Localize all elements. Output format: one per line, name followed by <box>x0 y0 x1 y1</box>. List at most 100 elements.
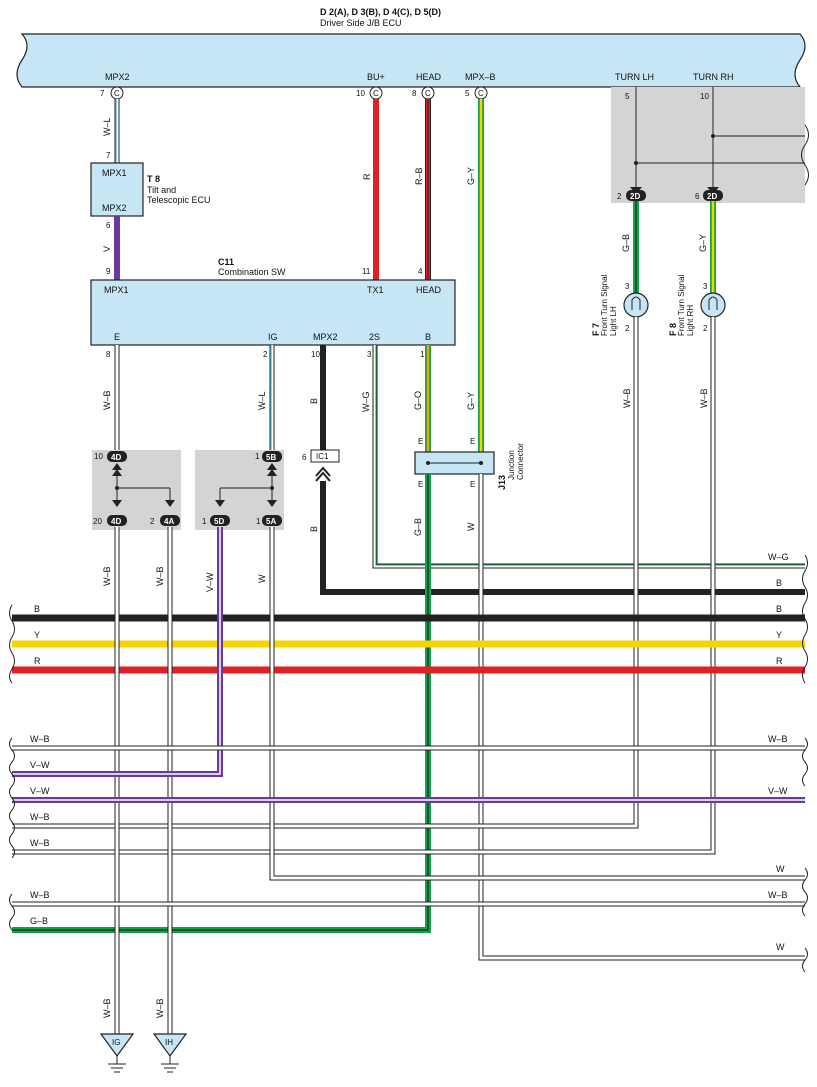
wire-label-gb-2: G–B <box>621 234 631 252</box>
connector-2d-rh: 6 2D <box>695 187 723 201</box>
svg-text:1: 1 <box>202 517 207 526</box>
c11-pin-e: 8 <box>106 350 111 359</box>
left-label-r: R <box>34 656 41 666</box>
svg-text:C: C <box>478 89 484 98</box>
connector-4d-bottom: 20 4D <box>93 515 127 526</box>
wire-label-gy-2: G–Y <box>466 392 476 410</box>
svg-text:IH: IH <box>165 1038 173 1047</box>
t8-label-mpx2: MPX2 <box>102 203 127 213</box>
wire-gb-j13 <box>12 474 431 933</box>
wire-label-wl: W–L <box>102 117 112 136</box>
wire-label-w-2: W <box>257 574 267 583</box>
svg-text:C: C <box>373 89 379 98</box>
jb-pin-head: 8 C <box>412 86 435 100</box>
svg-text:C: C <box>425 89 431 98</box>
wire-w-j13 <box>478 474 805 961</box>
diagram-subtitle: Driver Side J/B ECU <box>320 18 402 28</box>
c11-pin-mpx2: 10 <box>311 350 320 359</box>
right-label-r: R <box>776 656 783 666</box>
jb-label-turn-rh: TURN RH <box>693 72 734 82</box>
c11-pin-head: 4 <box>418 267 423 276</box>
jb-pin-mpxb: 5 C <box>465 86 488 100</box>
wire-label-go: G–O <box>413 391 423 410</box>
svg-text:4D: 4D <box>111 517 121 526</box>
c11-label-head: HEAD <box>416 285 442 295</box>
wire-label-gy-1: G–Y <box>466 167 476 185</box>
left-label-wb-4: W–B <box>30 890 50 900</box>
j13-pin-2: E <box>470 437 475 446</box>
c11-label-mpx2: MPX2 <box>313 332 338 342</box>
svg-text:8: 8 <box>412 89 417 98</box>
svg-text:3: 3 <box>625 282 630 291</box>
f7-name-line2: Light LH <box>609 306 618 336</box>
c11-pin-ig: 2 <box>263 350 268 359</box>
svg-text:2D: 2D <box>630 192 640 201</box>
t8-name-line2: Telescopic ECU <box>147 195 211 205</box>
right-label-wb-2: W–B <box>768 890 788 900</box>
svg-text:4A: 4A <box>164 517 174 526</box>
right-label-wg: W–G <box>768 552 789 562</box>
wire-b-ic1-out <box>320 481 805 595</box>
c11-label-e: E <box>114 332 120 342</box>
t8-tilt-telescopic-ecu <box>90 162 144 217</box>
jb-pin-mpx2: 7 C <box>100 86 124 100</box>
svg-text:2: 2 <box>703 324 708 333</box>
left-label-vw-1: V–W <box>30 760 50 770</box>
wire-label-wl-2: W–L <box>257 391 267 410</box>
wire-wl-ig <box>269 345 275 450</box>
svg-text:6: 6 <box>695 192 700 201</box>
c11-combination-switch <box>90 279 456 346</box>
svg-text:IC1: IC1 <box>316 452 329 461</box>
jb-label-mpx2: MPX2 <box>105 72 130 82</box>
f8-name-line1: Front Turn Signal <box>677 274 686 336</box>
c11-label-mpx1: MPX1 <box>104 285 129 295</box>
wire-w-5a <box>269 527 805 881</box>
wire-label-gb-1: G–B <box>413 518 423 536</box>
c11-name: Combination SW <box>218 267 286 277</box>
wire-label-wb-ig-1: W–B <box>102 566 112 586</box>
svg-text:5A: 5A <box>266 517 276 526</box>
svg-text:2D: 2D <box>707 192 717 201</box>
wire-label-wg: W–G <box>361 391 371 412</box>
ground-ih: IH <box>152 1033 188 1073</box>
right-label-b-1: B <box>776 578 782 588</box>
connector-ic1: 6 IC1 <box>302 449 340 463</box>
t8-name-line1: Tilt and <box>147 185 176 195</box>
right-label-b-2: B <box>776 604 782 614</box>
right-label-y: Y <box>776 630 782 640</box>
c11-label-2s: 2S <box>369 332 380 342</box>
jb-label-head: HEAD <box>416 72 442 82</box>
t8-pin-bot: 6 <box>106 221 111 230</box>
jb-label-mpxb: MPX–B <box>465 72 496 82</box>
wire-label-gy-3: G–Y <box>698 234 708 252</box>
wire-label-v: V <box>102 246 112 252</box>
turn-relay-area <box>611 87 805 203</box>
svg-text:4D: 4D <box>111 453 121 462</box>
wire-label-wb-1: W–B <box>102 390 112 410</box>
c11-pin-2s: 3 <box>367 350 372 359</box>
wire-label-wb-f7: W–B <box>622 388 632 408</box>
connector-2d-lh: 2 2D <box>617 187 646 201</box>
wire-wb-f8 <box>12 317 716 855</box>
f7-id: F 7 <box>591 323 601 336</box>
right-label-w-2: W <box>776 942 785 952</box>
left-label-wb-3: W–B <box>30 838 50 848</box>
jb-label-turn-lh: TURN LH <box>615 72 654 82</box>
svg-text:2: 2 <box>617 192 622 201</box>
turn-lh-pin: 5 <box>625 92 630 101</box>
j13-name-line1: Junction <box>507 450 516 480</box>
jb-pin-bu: 10 C <box>356 86 383 100</box>
jb-ecu-body <box>16 33 806 88</box>
wire-label-rb: R–B <box>414 167 424 185</box>
j13-name-line2: Connector <box>516 443 525 480</box>
f8-id: F 8 <box>668 323 678 336</box>
svg-text:7: 7 <box>100 89 105 98</box>
c11-pin-b: 1 <box>420 350 425 359</box>
svg-text:5B: 5B <box>266 453 276 462</box>
left-label-vw-2: V–W <box>30 786 50 796</box>
right-label-vw: V–W <box>768 786 788 796</box>
f7-front-turn-signal-lh: 3 2 <box>623 282 649 333</box>
c11-label-tx1: TX1 <box>367 285 384 295</box>
c11-pin-tx1: 11 <box>362 267 371 276</box>
